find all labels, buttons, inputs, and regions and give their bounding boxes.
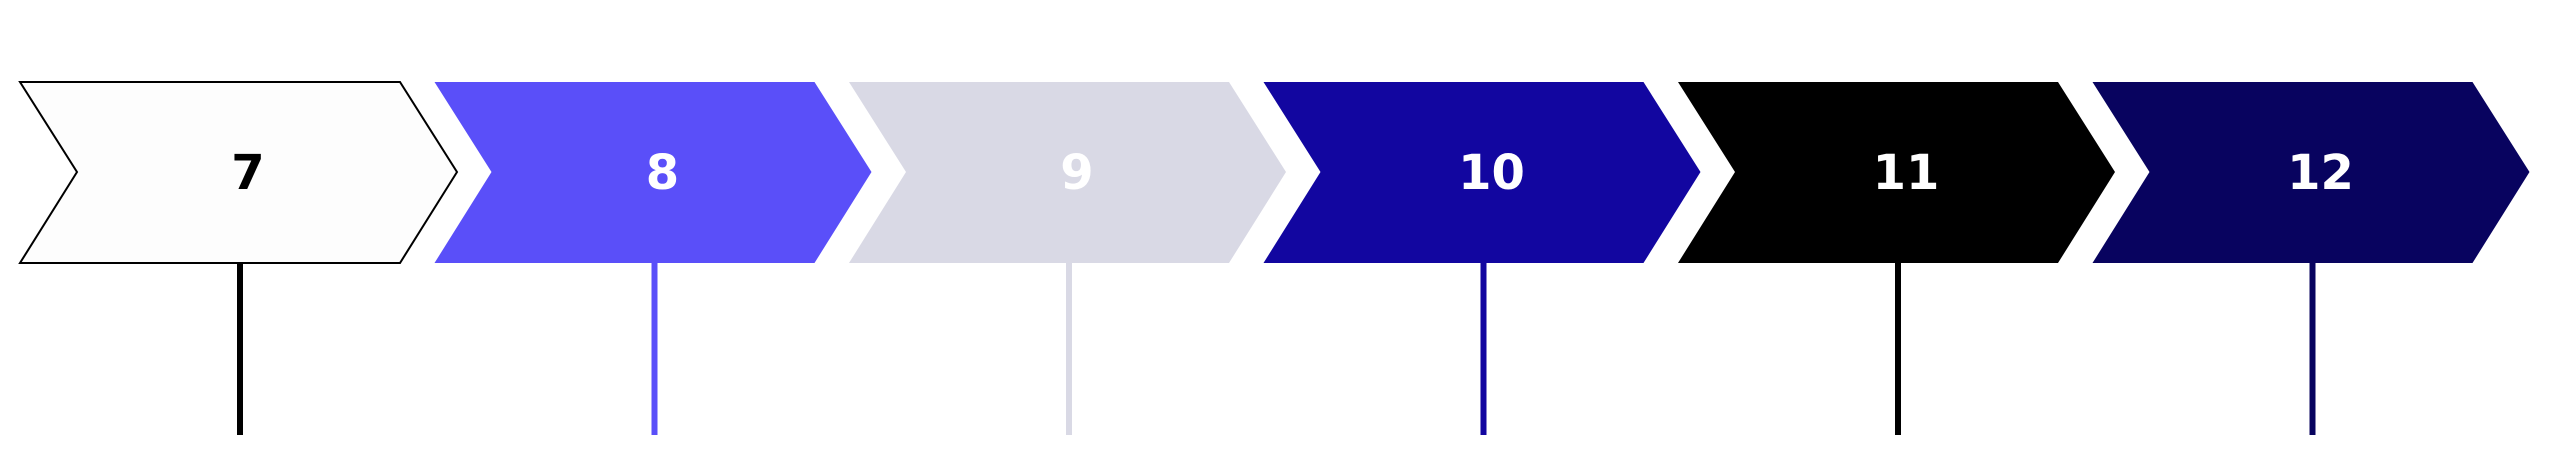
step-label: 9	[1060, 145, 1093, 201]
step-label: 11	[1873, 145, 1940, 201]
step-label: 8	[646, 145, 679, 201]
step-chevron	[1678, 82, 2115, 263]
step-label: 10	[1458, 145, 1525, 201]
step-chevron	[1263, 82, 1701, 263]
step-chevron	[18, 81, 459, 264]
step-chevron	[849, 82, 1286, 263]
step-7: 7	[18, 81, 459, 435]
step-12: 12	[2092, 82, 2530, 435]
step-11: 11	[1678, 82, 2115, 435]
step-label: 7	[231, 145, 264, 201]
step-10: 10	[1263, 82, 1701, 435]
step-chevron	[434, 82, 872, 263]
step-8: 8	[434, 82, 872, 435]
step-chevron	[2092, 82, 2530, 263]
step-label: 12	[2287, 145, 2354, 201]
step-9: 9	[849, 82, 1286, 435]
